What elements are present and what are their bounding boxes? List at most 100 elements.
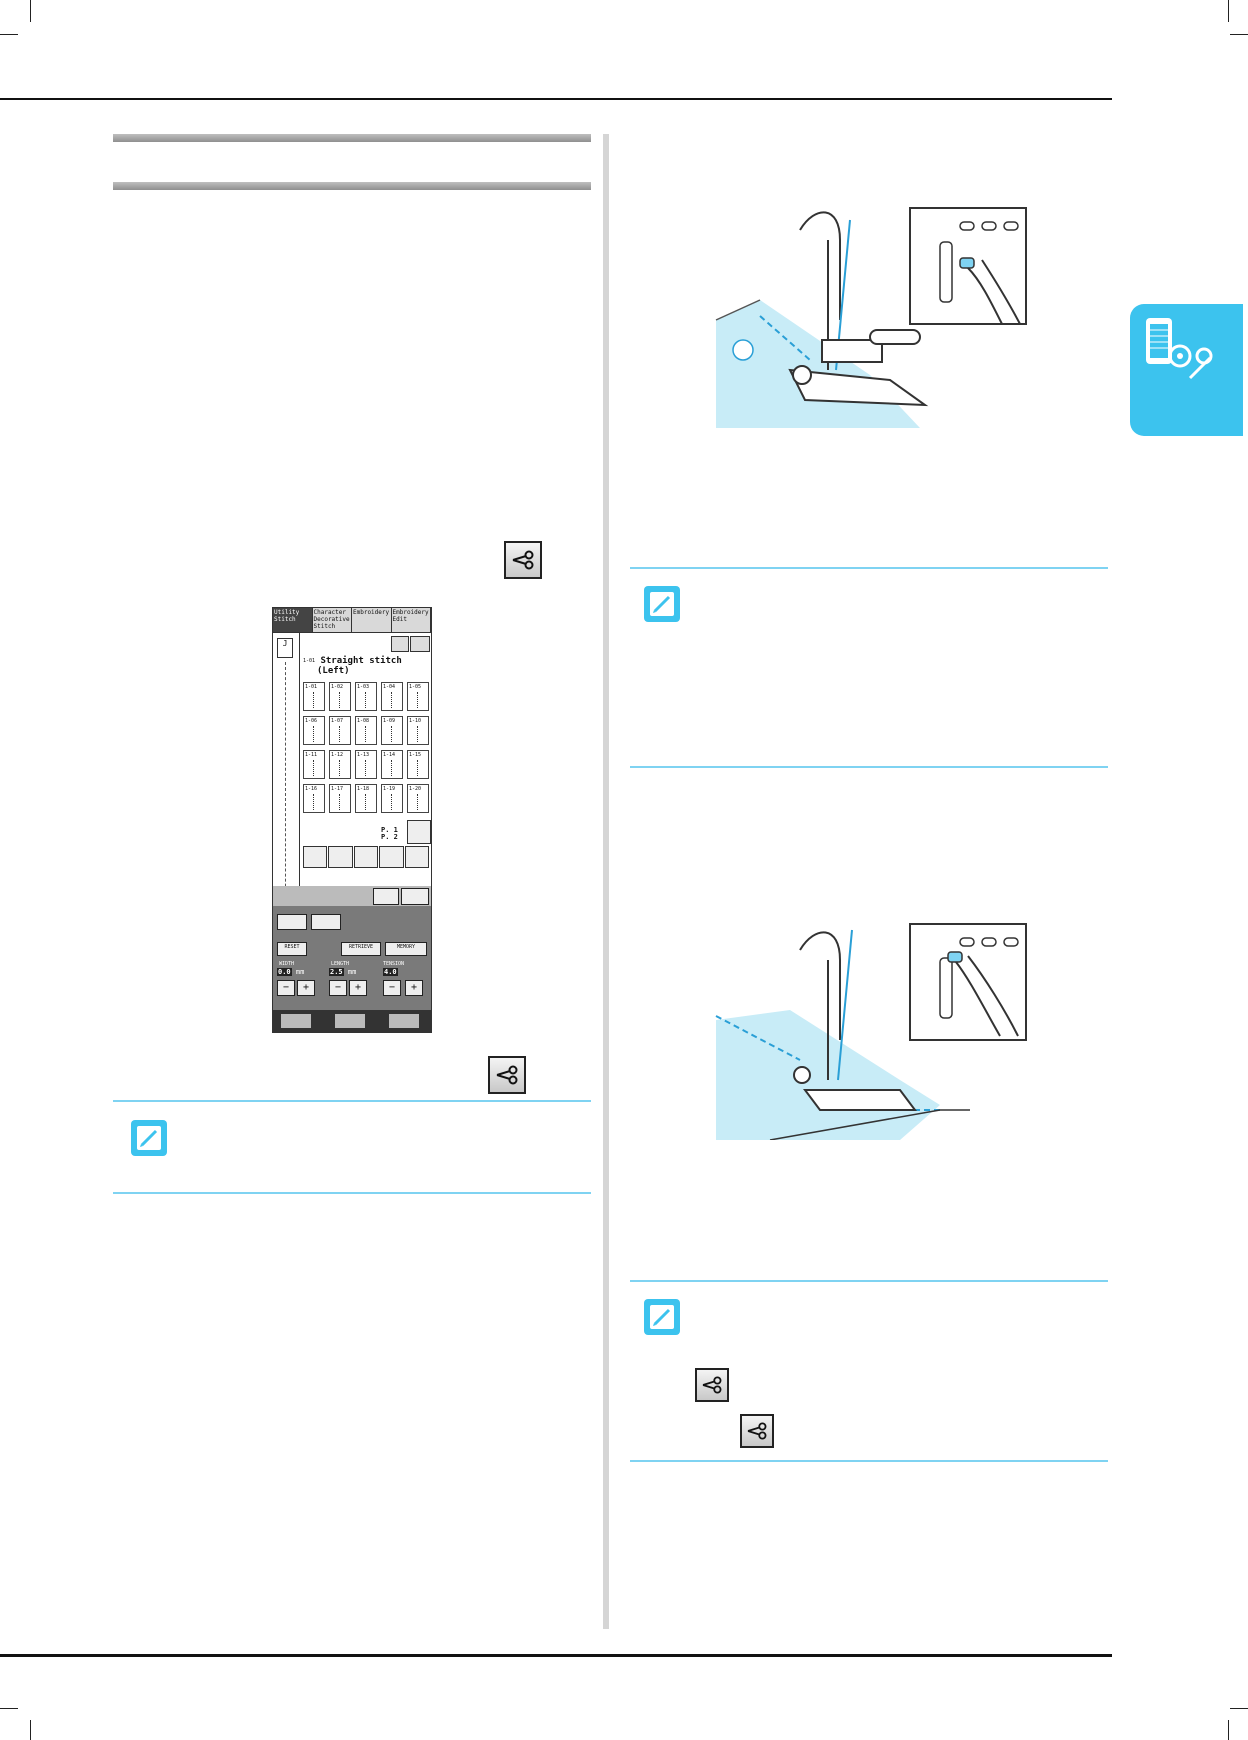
- stitch-key[interactable]: 1-11: [303, 750, 325, 779]
- manual-key[interactable]: [410, 636, 430, 652]
- stitch-key[interactable]: 1-18: [355, 784, 377, 813]
- lcd-bottom-bar: [273, 1010, 431, 1032]
- column-divider: [603, 134, 609, 1629]
- sewing-mode-key[interactable]: [391, 636, 409, 652]
- stitch-key[interactable]: 1-01: [303, 682, 325, 711]
- page-number-current: P. 1: [381, 826, 398, 834]
- width-value: 0.0: [277, 968, 292, 976]
- page-indicator: P. 1 P. 2: [381, 827, 398, 841]
- stitch-key[interactable]: 1-08: [355, 716, 377, 745]
- stitch-key[interactable]: 1-20: [407, 784, 429, 813]
- tension-plus-button[interactable]: +: [405, 980, 423, 996]
- stitch-key[interactable]: 1-09: [381, 716, 403, 745]
- stitch-name: 1-01 Straight stitch (Left): [303, 656, 402, 676]
- next-page-key[interactable]: [407, 820, 431, 844]
- length-label: LENGTH: [331, 961, 350, 967]
- stitch-key[interactable]: 1-07: [329, 716, 351, 745]
- category-key[interactable]: [353, 846, 379, 868]
- thread-cutter-button[interactable]: [695, 1368, 729, 1402]
- crop-mark: [1228, 0, 1229, 22]
- tab-character-decorative-stitch[interactable]: Character Decorative Stitch: [312, 608, 352, 632]
- lcd-tab-row: Utility Stitch Character Decorative Stit…: [273, 608, 431, 633]
- stitch-code: 1-01: [303, 658, 316, 664]
- section-heading-bar-bottom: [113, 182, 591, 190]
- lock-key[interactable]: [373, 888, 399, 905]
- memo-icon: [643, 1298, 681, 1341]
- tab-embroidery-edit[interactable]: Embroidery Edit: [391, 608, 431, 632]
- scissors-icon: [747, 1422, 767, 1440]
- length-minus-button[interactable]: −: [329, 980, 347, 996]
- stitch-key[interactable]: 1-12: [329, 750, 351, 779]
- header-rule: [0, 98, 1112, 100]
- settings-key[interactable]: [389, 1014, 419, 1028]
- setting-panel: RESET RETRIEVE MEMORY WIDTH LENGTH TENSI…: [273, 886, 431, 1032]
- width-minus-button[interactable]: −: [277, 980, 295, 996]
- thread-cutter-button-selected[interactable]: [488, 1056, 526, 1094]
- category-key[interactable]: [303, 846, 328, 868]
- stitch-key[interactable]: 1-06: [303, 716, 325, 745]
- illustration-sewing-foot-start: [715, 207, 1027, 428]
- crop-mark: [0, 1708, 18, 1709]
- memo-rule-top: [113, 1100, 591, 1102]
- stitch-key[interactable]: 1-02: [329, 682, 351, 711]
- presser-foot-letter: J: [282, 639, 288, 648]
- category-key[interactable]: [379, 846, 404, 868]
- crop-mark: [30, 1720, 31, 1740]
- length-unit: mm: [347, 968, 357, 976]
- category-key[interactable]: [404, 846, 430, 868]
- stitch-key[interactable]: 1-05: [407, 682, 429, 711]
- tension-readout: 4.0: [383, 968, 398, 976]
- memo-icon: [643, 585, 681, 628]
- memo-rule-bottom: [630, 766, 1108, 768]
- width-label: WIDTH: [279, 961, 295, 967]
- retrieve-button[interactable]: RETRIEVE: [341, 942, 381, 956]
- section-heading-bar-top: [113, 134, 591, 142]
- memo-icon: [130, 1119, 168, 1162]
- sewing-machine-key[interactable]: [335, 1014, 365, 1028]
- tension-value: 4.0: [383, 968, 398, 976]
- memo-rule-bottom: [113, 1192, 591, 1194]
- stitch-key[interactable]: 1-16: [303, 784, 325, 813]
- scissors-icon: [702, 1376, 722, 1394]
- stitch-key[interactable]: 1-13: [355, 750, 377, 779]
- length-plus-button[interactable]: +: [349, 980, 367, 996]
- width-unit: mm: [295, 968, 305, 976]
- tab-utility-stitch[interactable]: Utility Stitch: [273, 608, 313, 632]
- stitch-key[interactable]: 1-17: [329, 784, 351, 813]
- stitch-name-line1: Straight stitch: [320, 656, 402, 666]
- stitch-category-keys: [303, 846, 430, 868]
- twin-needle-key[interactable]: [311, 914, 341, 930]
- crop-mark: [1228, 1720, 1229, 1740]
- scissors-icon: [496, 1065, 518, 1085]
- thread-cutter-button[interactable]: [740, 1414, 774, 1448]
- illustration-sewing-foot-end: [715, 923, 1027, 1140]
- book-key[interactable]: [401, 888, 429, 905]
- page-number-total: P. 2: [381, 833, 398, 841]
- crop-mark: [1230, 1708, 1248, 1709]
- mirror-key[interactable]: [277, 914, 307, 930]
- length-readout: 2.5 mm: [329, 968, 356, 976]
- stitch-key[interactable]: 1-14: [381, 750, 403, 779]
- pattern-key[interactable]: [281, 1014, 311, 1028]
- stitch-key[interactable]: 1-04: [381, 682, 403, 711]
- memo-rule-bottom: [630, 1460, 1108, 1462]
- stitch-key[interactable]: 1-19: [381, 784, 403, 813]
- category-key[interactable]: [328, 846, 353, 868]
- stitch-key[interactable]: 1-15: [407, 750, 429, 779]
- stitch-name-line2: (Left): [317, 666, 350, 676]
- tension-minus-button[interactable]: −: [383, 980, 401, 996]
- reset-button[interactable]: RESET: [277, 942, 307, 956]
- tab-embroidery[interactable]: Embroidery: [352, 608, 392, 632]
- thread-spool-icon: [1146, 318, 1213, 380]
- chapter-tab[interactable]: [1130, 304, 1243, 436]
- presser-foot-indicator: J: [277, 638, 293, 658]
- width-readout: 0.0 mm: [277, 968, 304, 976]
- memory-button[interactable]: MEMORY: [385, 942, 427, 956]
- stitch-key[interactable]: 1-10: [407, 716, 429, 745]
- width-plus-button[interactable]: +: [297, 980, 315, 996]
- scissors-icon: [512, 550, 534, 570]
- stitch-key[interactable]: 1-03: [355, 682, 377, 711]
- thread-cutter-button[interactable]: [504, 541, 542, 579]
- stitch-preview-line: [285, 662, 286, 932]
